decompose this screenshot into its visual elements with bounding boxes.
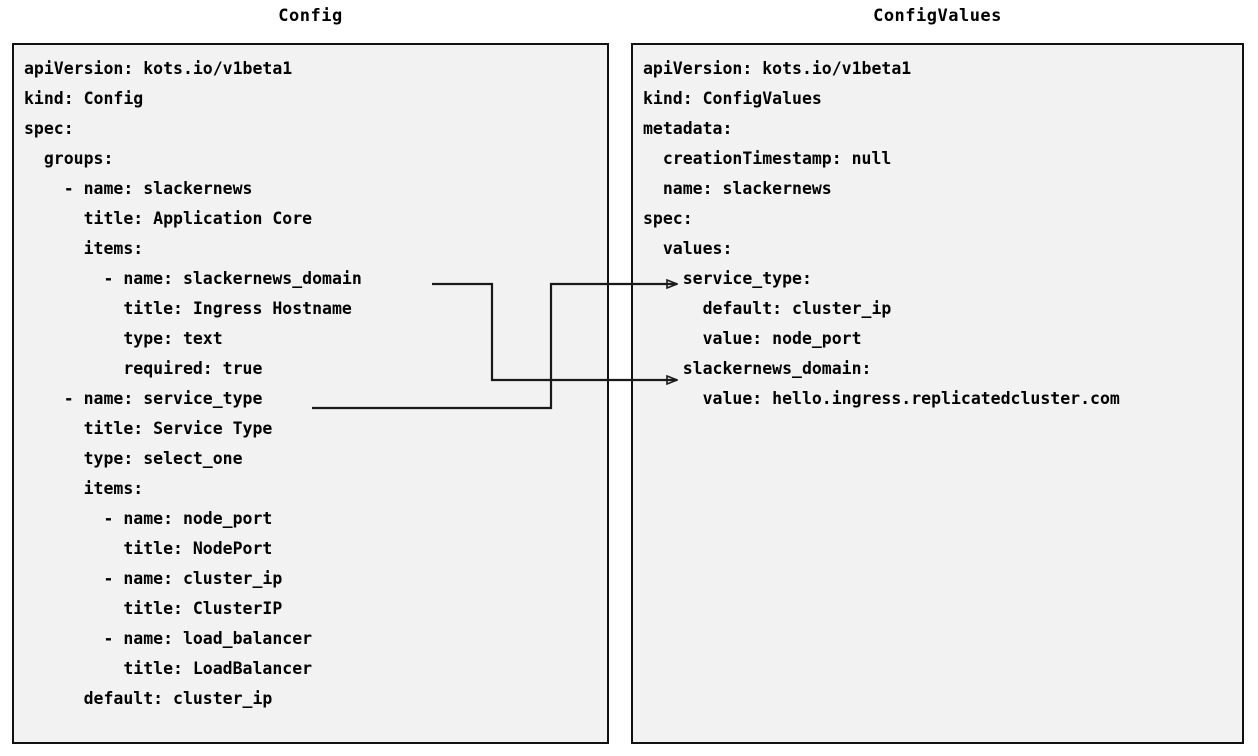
config-yaml-line: title: LoadBalancer: [24, 659, 313, 678]
config-yaml-line: title: NodePort: [24, 539, 273, 558]
config-yaml-line: title: Ingress Hostname: [24, 299, 352, 318]
configvalues-yaml-line: name: slackernews: [643, 179, 832, 198]
config-yaml-line: groups:: [24, 149, 114, 168]
right-panel-title: ConfigValues: [873, 6, 1002, 26]
config-yaml-line: required: true: [24, 359, 263, 378]
configvalues-yaml-lines: apiVersion: kots.io/v1beta1 kind: ConfigV…: [643, 54, 1238, 414]
configvalues-yaml-line: spec:: [643, 209, 693, 228]
config-yaml-panel: apiVersion: kots.io/v1beta1 kind: Config s…: [12, 43, 609, 744]
config-yaml-line: items:: [24, 479, 144, 498]
configvalues-yaml-line: kind: ConfigValues: [643, 89, 822, 108]
config-yaml-line: kind: Config: [24, 89, 144, 108]
configvalues-yaml-line: values:: [643, 239, 733, 258]
config-yaml-line: title: Service Type: [24, 419, 273, 438]
configvalues-yaml-line: creationTimestamp: null: [643, 149, 892, 168]
configvalues-yaml-line: apiVersion: kots.io/v1beta1: [643, 59, 912, 78]
config-yaml-line: items:: [24, 239, 144, 258]
left-panel-title: Config: [278, 6, 343, 26]
configvalues-yaml-line: default: cluster_ip: [643, 299, 892, 318]
config-yaml-line: apiVersion: kots.io/v1beta1: [24, 59, 293, 78]
config-yaml-line: title: Application Core: [24, 209, 313, 228]
configvalues-yaml-panel: apiVersion: kots.io/v1beta1 kind: ConfigV…: [631, 43, 1244, 744]
config-yaml-line: - name: node_port: [24, 509, 273, 528]
config-yaml-line: default: cluster_ip: [24, 689, 273, 708]
config-yaml-line: - name: load_balancer: [24, 629, 313, 648]
configvalues-yaml-line: value: hello.ingress.replicatedcluster.c…: [643, 389, 1120, 408]
config-yaml-line: type: text: [24, 329, 223, 348]
configvalues-yaml-line: service_type:: [643, 269, 812, 288]
configvalues-yaml-line: value: node_port: [643, 329, 862, 348]
config-yaml-line: type: select_one: [24, 449, 243, 468]
config-yaml-lines: apiVersion: kots.io/v1beta1 kind: Config s…: [24, 54, 603, 714]
config-yaml-line: - name: cluster_ip: [24, 569, 283, 588]
config-yaml-line: - name: slackernews_domain: [24, 269, 362, 288]
config-yaml-line: spec:: [24, 119, 74, 138]
config-yaml-line: - name: service_type: [24, 389, 263, 408]
configvalues-yaml-line: metadata:: [643, 119, 733, 138]
configvalues-yaml-line: slackernews_domain:: [643, 359, 872, 378]
config-yaml-line: - name: slackernews: [24, 179, 253, 198]
config-yaml-line: title: ClusterIP: [24, 599, 283, 618]
